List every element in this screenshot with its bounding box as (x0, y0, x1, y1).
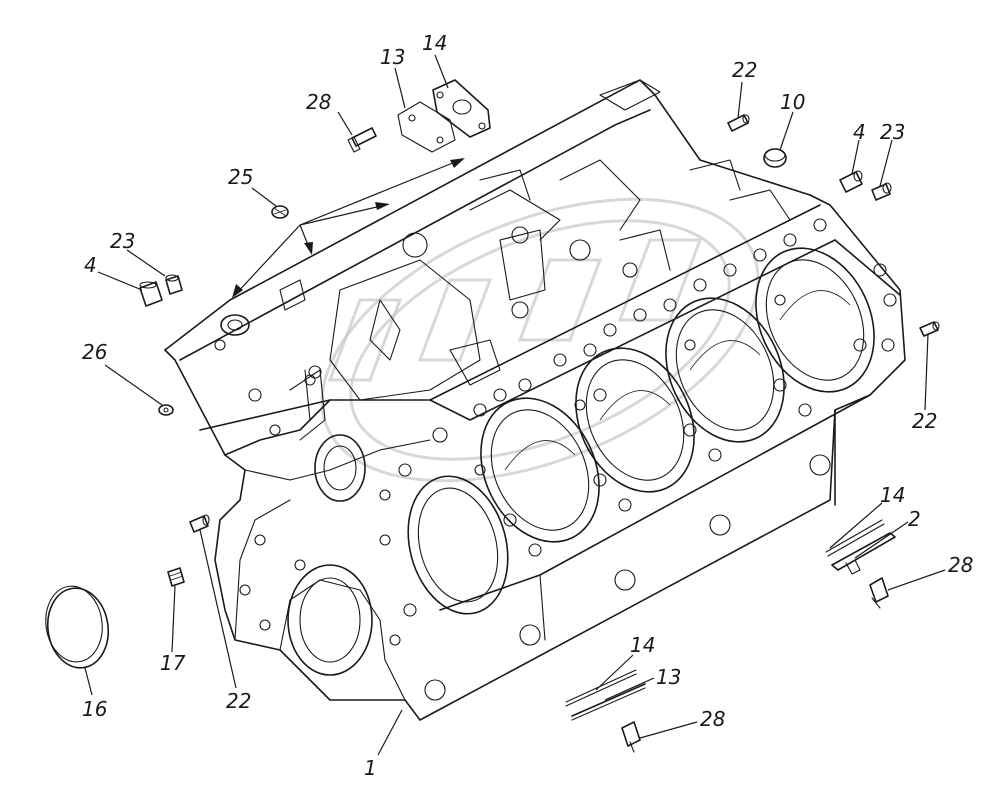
callout-14-side: 14 (880, 483, 905, 507)
callout-14-bottom: 14 (630, 633, 655, 657)
part-16-cap (45, 585, 110, 669)
callout-13-top: 13 (380, 45, 405, 69)
callout-13-bottom: 13 (656, 665, 681, 689)
part-23-sleeve-left (165, 274, 183, 295)
callout-labels: 13 14 28 25 23 4 26 22 10 4 23 22 14 2 2… (82, 31, 973, 780)
part-26-plug (158, 404, 174, 416)
callout-28-side: 28 (948, 553, 973, 577)
callout-4-right: 4 (853, 120, 866, 144)
callout-25: 25 (228, 165, 253, 189)
part-22-dowel-top (727, 114, 750, 132)
part-14-gasket-side (825, 519, 885, 557)
callout-23-right: 23 (880, 120, 905, 144)
part-25-plug (271, 205, 289, 219)
front-holes (214, 339, 448, 646)
watermark-logo-icon (320, 197, 760, 483)
callout-28-bottom: 28 (700, 707, 725, 731)
callout-4-left: 4 (84, 253, 97, 277)
part-28-bolt-bottom (621, 721, 641, 753)
skirt-bolts (424, 454, 831, 701)
engine-block (164, 79, 906, 721)
part-2-cover-side (831, 532, 896, 575)
callout-26: 26 (82, 340, 107, 364)
callout-16: 16 (82, 697, 107, 721)
part-14-cover (432, 79, 491, 138)
callout-23-left: 23 (110, 229, 135, 253)
part-22-dowel-left (189, 514, 210, 533)
part-4-bushing-left (139, 281, 163, 307)
part-4-bushing-right (839, 170, 863, 193)
callout-22-left: 22 (226, 689, 251, 713)
callout-22-right: 22 (912, 409, 937, 433)
part-28-bolt-side (869, 577, 889, 609)
part-13-strip-bottom (571, 683, 646, 721)
callout-1: 1 (364, 756, 377, 780)
indicator-arrows (232, 158, 465, 298)
part-10-plug (763, 148, 787, 168)
leader-lines (84, 54, 946, 756)
part-14-strip-bottom (565, 669, 637, 707)
part-13-gasket (397, 101, 456, 153)
callout-28-top: 28 (306, 90, 331, 114)
callout-10: 10 (780, 90, 805, 114)
part-23-sleeve-right (871, 182, 892, 201)
deck-holes (473, 218, 897, 557)
callout-2: 2 (908, 507, 921, 531)
part-17-plug (167, 567, 185, 587)
part-22-dowel-right (919, 321, 940, 337)
part-28-bolt-top (347, 127, 377, 153)
callout-22-top: 22 (732, 58, 757, 82)
callout-14-top: 14 (422, 31, 447, 55)
callout-17: 17 (160, 651, 186, 675)
